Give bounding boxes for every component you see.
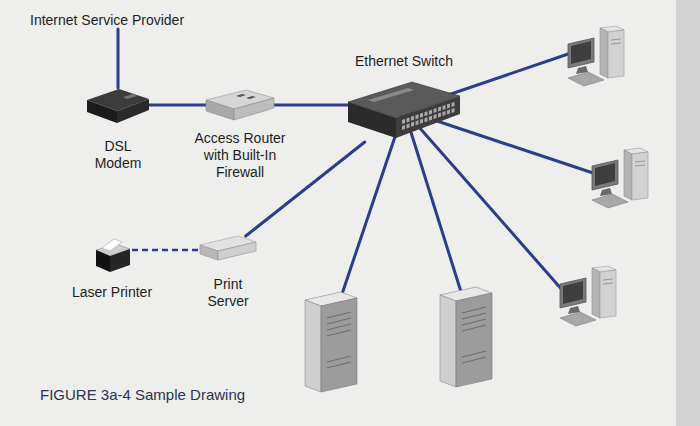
icon-face [246, 96, 256, 99]
switch-port [425, 111, 428, 116]
figure-caption: FIGURE 3a-4 Sample Drawing [40, 386, 245, 404]
icon-face [110, 249, 130, 272]
dashed-cable [132, 249, 200, 252]
isp-node: Internet Service Provider [30, 12, 184, 29]
icon-face [396, 96, 460, 138]
icon-face [234, 98, 274, 120]
router-icon [206, 88, 274, 122]
cable [340, 110, 404, 300]
icon-face [218, 242, 256, 260]
router-node: Access Router with Built-In Firewall [190, 88, 290, 181]
network-cable [274, 104, 348, 107]
switch-port [411, 116, 414, 121]
switch-port [416, 114, 419, 119]
switch-port [420, 119, 423, 124]
network-cables [340, 52, 596, 300]
icon-face [200, 245, 218, 260]
switch-port [447, 103, 450, 108]
device-label: DSL Modem [95, 138, 142, 172]
switch-port [411, 122, 414, 127]
switch-port [420, 113, 423, 118]
switch-port [438, 113, 441, 118]
icon-face [96, 250, 110, 272]
device-label: Ethernet Switch [355, 53, 453, 70]
switch-port [402, 125, 405, 130]
server-icon [440, 287, 492, 387]
switch-port [407, 117, 410, 122]
device-label: Laser Printer [72, 284, 152, 301]
icon-face [368, 88, 414, 102]
device-label: Internet Service Provider [30, 12, 184, 29]
printer-node: Laser Printer [72, 236, 152, 301]
switch-port [425, 117, 428, 122]
workstation-icon [560, 266, 616, 326]
icon-face [102, 239, 122, 251]
printserver-icon [200, 236, 256, 264]
switch-port [429, 110, 432, 115]
switch-port [429, 116, 432, 121]
switch-port [434, 108, 437, 113]
switch-port [416, 120, 419, 125]
icon-face [236, 94, 246, 97]
workstation-icon [592, 148, 648, 208]
icon-face [117, 99, 149, 123]
network-cable [117, 29, 120, 88]
switch-port [434, 114, 437, 119]
icon-face [348, 102, 396, 138]
device-label: Access Router with Built-In Firewall [190, 130, 290, 181]
switch-port [438, 107, 441, 112]
network-cable [149, 104, 206, 107]
modem-icon [87, 88, 149, 126]
switch-port [443, 111, 446, 116]
switch-port [407, 123, 410, 128]
cable [404, 110, 462, 295]
switch-port [452, 108, 455, 113]
cable [404, 110, 564, 292]
switch-node: Ethernet Switch [348, 53, 460, 142]
switch-port [402, 119, 405, 124]
icon-face [206, 100, 234, 120]
switch-port [443, 105, 446, 110]
switch-port [452, 102, 455, 107]
workstation-icon [568, 26, 624, 86]
icon-face [123, 94, 137, 99]
print-server-node: Print Server [200, 236, 256, 310]
switch-port [447, 109, 450, 114]
desk-strip [676, 0, 700, 426]
printer-icon [92, 236, 132, 274]
modem-node: DSL Modem [87, 88, 149, 172]
device-label: Print Server [207, 276, 248, 310]
switch-icon [348, 80, 460, 142]
server-icon [305, 292, 357, 392]
icon-face [87, 100, 117, 123]
